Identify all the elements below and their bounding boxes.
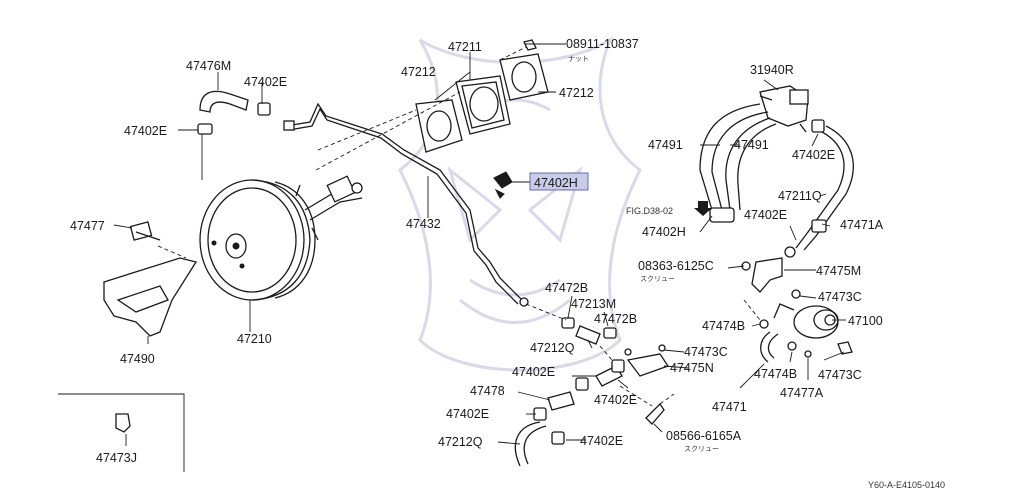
label-47210: 47210 (237, 332, 272, 346)
label-47211q: 47211Q (778, 189, 822, 203)
label-47212q-2: 47212Q (438, 435, 483, 449)
label-47473c-2: 47473C (684, 345, 728, 359)
down-arrow-icon (694, 201, 712, 216)
label-47212q-1: 47212Q (530, 341, 575, 355)
part-labels: 08911-10837 ナット 47211 47212 47212 47476M… (70, 37, 945, 490)
label-08911: 08911-10837 (566, 37, 639, 51)
hose-47476m (197, 90, 271, 135)
hoses-47491 (699, 103, 777, 223)
label-47472b-a: 47472B (545, 281, 588, 295)
label-47475m: 47475M (816, 264, 861, 278)
hose-set-center (514, 299, 761, 467)
brake-booster-47210 (199, 175, 363, 301)
hose-47211q (784, 119, 854, 258)
label-47402h-highlight[interactable]: 47402H (534, 176, 578, 190)
label-08363-sub: スクリュー (640, 275, 675, 283)
label-08566-sub: スクリュー (684, 445, 719, 453)
label-47211: 47211 (448, 40, 482, 54)
label-47402e-5: 47402E (512, 365, 555, 379)
label-47471a: 47471A (840, 218, 884, 232)
label-08363: 08363-6125C (638, 259, 714, 273)
highlight-47402h (529, 172, 589, 191)
label-47478: 47478 (470, 384, 505, 398)
diagram-code: Y60-A-E4105-0140 (868, 480, 945, 490)
label-47432: 47432 (406, 217, 441, 231)
label-47476m: 47476M (186, 59, 231, 73)
label-47491-b: 47491 (734, 138, 769, 152)
label-47473j: 47473J (96, 451, 137, 465)
label-47402e-4: 47402E (744, 208, 787, 222)
label-47212-b: 47212 (559, 86, 594, 100)
label-08566: 08566-6165A (666, 429, 742, 443)
label-47212-a: 47212 (401, 65, 436, 79)
label-fig-ref[interactable]: FIG.D38-02 (626, 206, 673, 216)
leader-lines (113, 43, 846, 446)
label-47402e-7: 47402E (446, 407, 489, 421)
label-47477a: 47477A (780, 386, 824, 400)
label-47402e-3: 47402E (792, 148, 835, 162)
valve-31940r (759, 85, 809, 133)
label-47472b-b: 47472B (594, 312, 637, 326)
label-47100: 47100 (848, 314, 883, 328)
label-47471: 47471 (712, 400, 747, 414)
brake-pipe-47432 (283, 102, 529, 307)
vacuum-pump-47100 (741, 257, 853, 363)
label-47402e-8: 47402E (580, 434, 623, 448)
label-47402h: 47402H (642, 225, 686, 239)
label-31940r: 31940R (750, 63, 794, 77)
label-47402e-1: 47402E (244, 75, 287, 89)
inset-box (58, 393, 185, 472)
label-47474b-2: 47474B (754, 367, 797, 381)
bracket-47490 (103, 221, 198, 337)
label-47474b-1: 47474B (702, 319, 745, 333)
label-47402e-6: 47402E (594, 393, 637, 407)
label-47477: 47477 (70, 219, 105, 233)
label-47473c-1: 47473C (818, 290, 862, 304)
label-47473c-3: 47473C (818, 368, 862, 382)
label-47475n: 47475N (670, 361, 714, 375)
label-47491-a: 47491 (648, 138, 683, 152)
fitting-47402h (493, 171, 513, 199)
label-47490: 47490 (120, 352, 155, 366)
label-47213m: 47213M (571, 297, 616, 311)
label-47402e-2: 47402E (124, 124, 167, 138)
label-08911-sub: ナット (568, 55, 589, 63)
gasket-plates (315, 39, 549, 171)
